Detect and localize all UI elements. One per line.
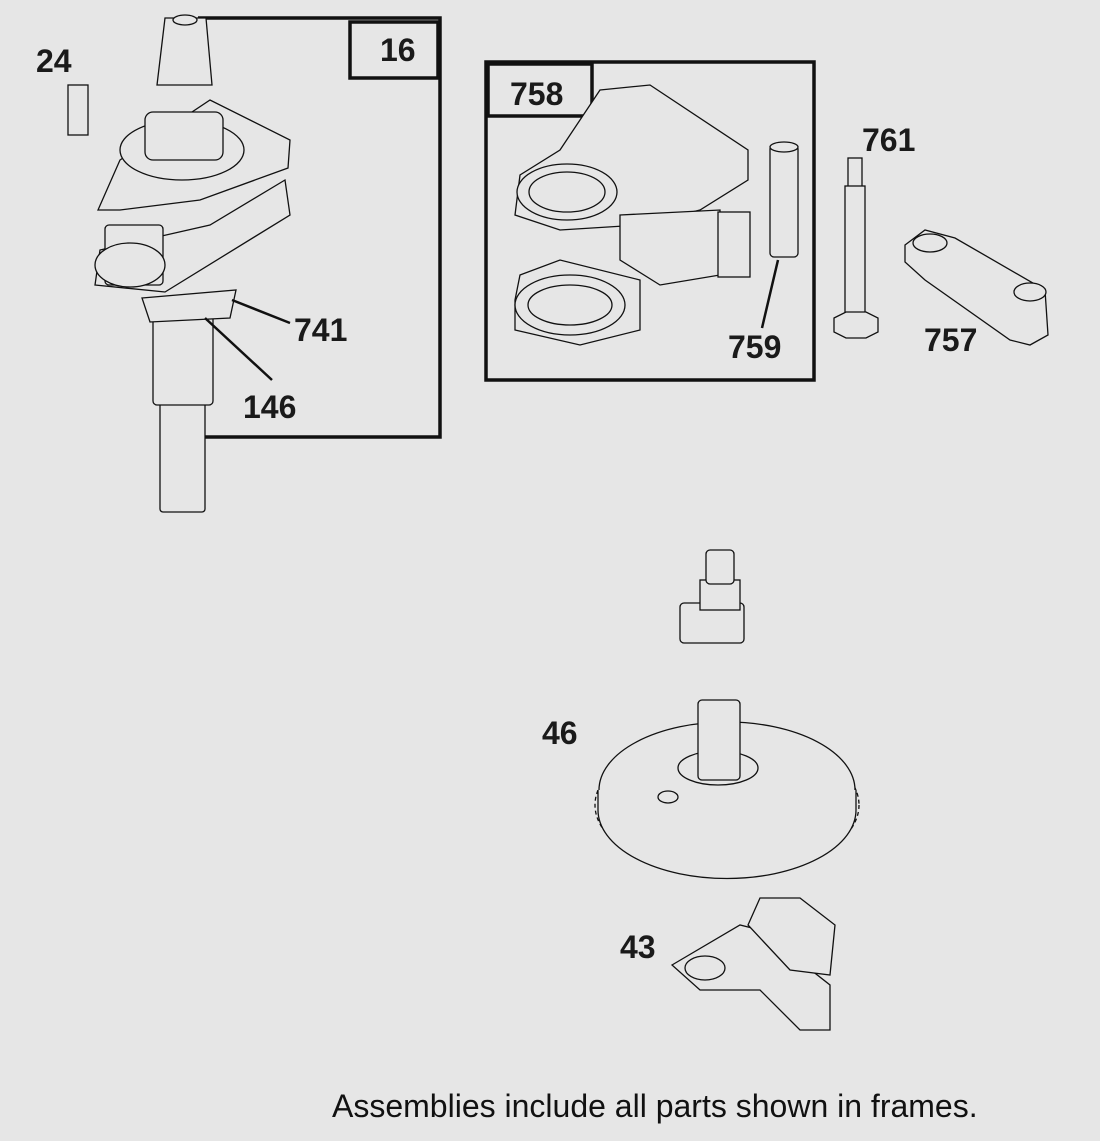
- link-757-drawing: [904, 229, 1049, 346]
- governor-43-drawing: [670, 897, 836, 1031]
- governor-bracket-drawing: [514, 84, 799, 346]
- crankshaft-drawing: [94, 14, 291, 513]
- label-757: 757: [924, 322, 977, 358]
- label-741: 741: [294, 312, 347, 348]
- pin-761-drawing: [833, 157, 879, 339]
- label-46: 46: [542, 715, 578, 751]
- label-24: 24: [36, 43, 72, 79]
- label-43: 43: [620, 929, 656, 965]
- assembly-frame-16: [198, 16, 442, 439]
- key-24-drawing: [67, 84, 89, 136]
- camshaft-gear-46-drawing: [594, 549, 860, 880]
- label-146: 146: [243, 389, 296, 425]
- label-758: 758: [510, 76, 563, 112]
- assemblies-note: Assemblies include all parts shown in fr…: [332, 1088, 978, 1124]
- label-761: 761: [862, 122, 915, 158]
- label-759: 759: [728, 329, 781, 365]
- assembly-frame-758: [484, 60, 816, 382]
- label-16: 16: [380, 32, 416, 68]
